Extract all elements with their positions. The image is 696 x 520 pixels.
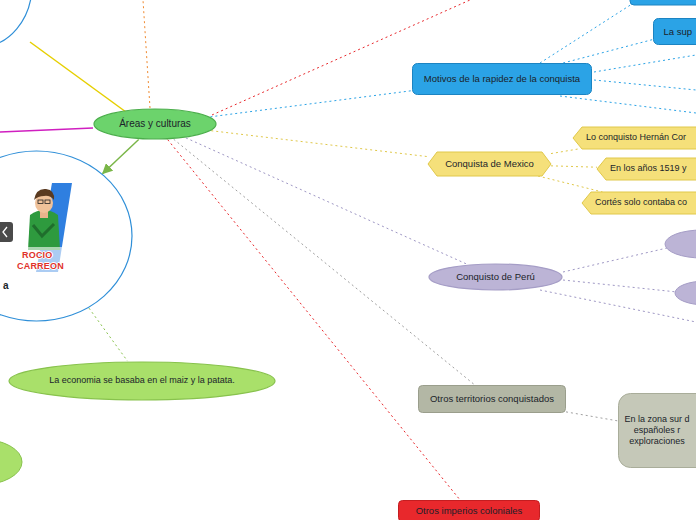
branch-line — [212, 0, 470, 115]
connector — [211, 131, 428, 157]
nav-chevron — [3, 227, 7, 237]
subtopic-hexagon: En los años 1519 y — [597, 158, 696, 180]
outline — [573, 127, 696, 149]
connector — [174, 139, 475, 385]
topic-box: Otros imperios coloniales — [398, 500, 540, 520]
outline — [0, 151, 132, 321]
topic-box: Otros territorios conquistados — [418, 385, 566, 413]
node-text: La sup — [663, 26, 692, 38]
logo-figure — [16, 183, 72, 273]
nav-button — [0, 222, 13, 242]
text-holder: Otros imperios coloniales — [416, 505, 523, 517]
node-text: En los años 1519 y — [610, 163, 687, 174]
text-holder: Conquisto de Perú — [456, 271, 535, 283]
node-text: La economia se basaba en el maiz y la pa… — [42, 375, 242, 386]
image-circle: a — [0, 150, 133, 322]
outline — [399, 501, 540, 520]
outline — [419, 386, 566, 413]
logo-text: ROCIO — [22, 250, 53, 260]
branch-line — [594, 80, 696, 90]
connector — [551, 166, 597, 167]
text-holder: Áreas y culturas — [119, 118, 191, 131]
branch-line — [540, 290, 696, 322]
branch-line — [30, 42, 126, 112]
connector — [538, 176, 603, 192]
topic-ellipse: La economia se basaba en el maiz y la pa… — [8, 361, 276, 401]
connector — [186, 138, 467, 264]
outline — [9, 362, 275, 400]
partial-ellipse — [675, 281, 696, 305]
outline — [582, 192, 696, 214]
node-text: Otros imperios coloniales — [416, 505, 523, 517]
branch-line — [563, 280, 677, 292]
partial-ellipse — [0, 439, 22, 485]
subtopic-box: La sup — [653, 18, 696, 45]
outline — [429, 264, 562, 290]
subtopic-hexagon: Cortés solo contaba co — [582, 192, 696, 214]
branch-line — [0, 128, 93, 132]
text-holder: a — [3, 280, 9, 293]
outline — [654, 19, 696, 45]
outline — [94, 109, 216, 139]
partial-circle — [0, 0, 32, 47]
text-holder: Conquista de Mexico — [445, 158, 534, 170]
text-holder: Lo conquisto Hernán Cor — [586, 132, 686, 143]
text-holder: La sup — [663, 26, 692, 38]
connector — [551, 149, 578, 154]
node-text: Otros territorios conquistados — [430, 393, 554, 405]
connector — [168, 140, 460, 500]
outline — [619, 394, 696, 468]
text-holder: La economia se basaba en el maiz y la pa… — [42, 375, 242, 386]
text-holder: Motivos de la rapidez de la conquista — [424, 73, 580, 85]
subtopic-hexagon: Lo conquisto Hernán Cor — [573, 127, 696, 149]
branch-line — [594, 55, 696, 72]
text-holder: En la zona sur d españoles r exploracion… — [622, 414, 692, 448]
logo-text: CARREON — [17, 261, 64, 271]
node-text: a — [3, 280, 9, 293]
node-text: Cortés solo contaba co — [595, 197, 687, 208]
branch-line — [540, 4, 632, 63]
connector — [563, 39, 653, 63]
text-holder: Cortés solo contaba co — [595, 197, 687, 208]
node-text: Motivos de la rapidez de la conquista — [424, 73, 580, 85]
node-text: Áreas y culturas — [119, 118, 191, 131]
node-text: Conquisto de Perú — [456, 271, 535, 283]
connector — [210, 91, 412, 117]
topic-box: Motivos de la rapidez de la conquista — [412, 63, 592, 95]
node-text: Conquista de Mexico — [445, 158, 534, 170]
topic-ellipse: Conquisto de Perú — [428, 263, 563, 291]
branch-line — [563, 248, 667, 272]
partial-box — [630, 0, 696, 5]
node-text: En la zona sur d españoles r exploracion… — [622, 414, 692, 448]
central-topic: Áreas y culturas — [93, 108, 217, 140]
topic-hexagon: Conquista de Mexico — [428, 152, 551, 176]
partial-ellipse — [665, 230, 696, 258]
connector — [566, 412, 618, 421]
text-holder: Otros territorios conquistados — [430, 393, 554, 405]
branch-line — [143, 0, 150, 108]
connector — [89, 308, 128, 361]
subtopic-box: En la zona sur d españoles r exploracion… — [618, 393, 696, 468]
branch-line — [560, 96, 696, 113]
image-circle-outline — [0, 150, 133, 322]
node-text: Lo conquisto Hernán Cor — [586, 132, 686, 143]
outline — [428, 152, 551, 176]
text-holder: En los años 1519 y — [610, 163, 687, 174]
connector — [103, 139, 139, 173]
outline — [597, 158, 696, 180]
outline — [413, 64, 592, 95]
